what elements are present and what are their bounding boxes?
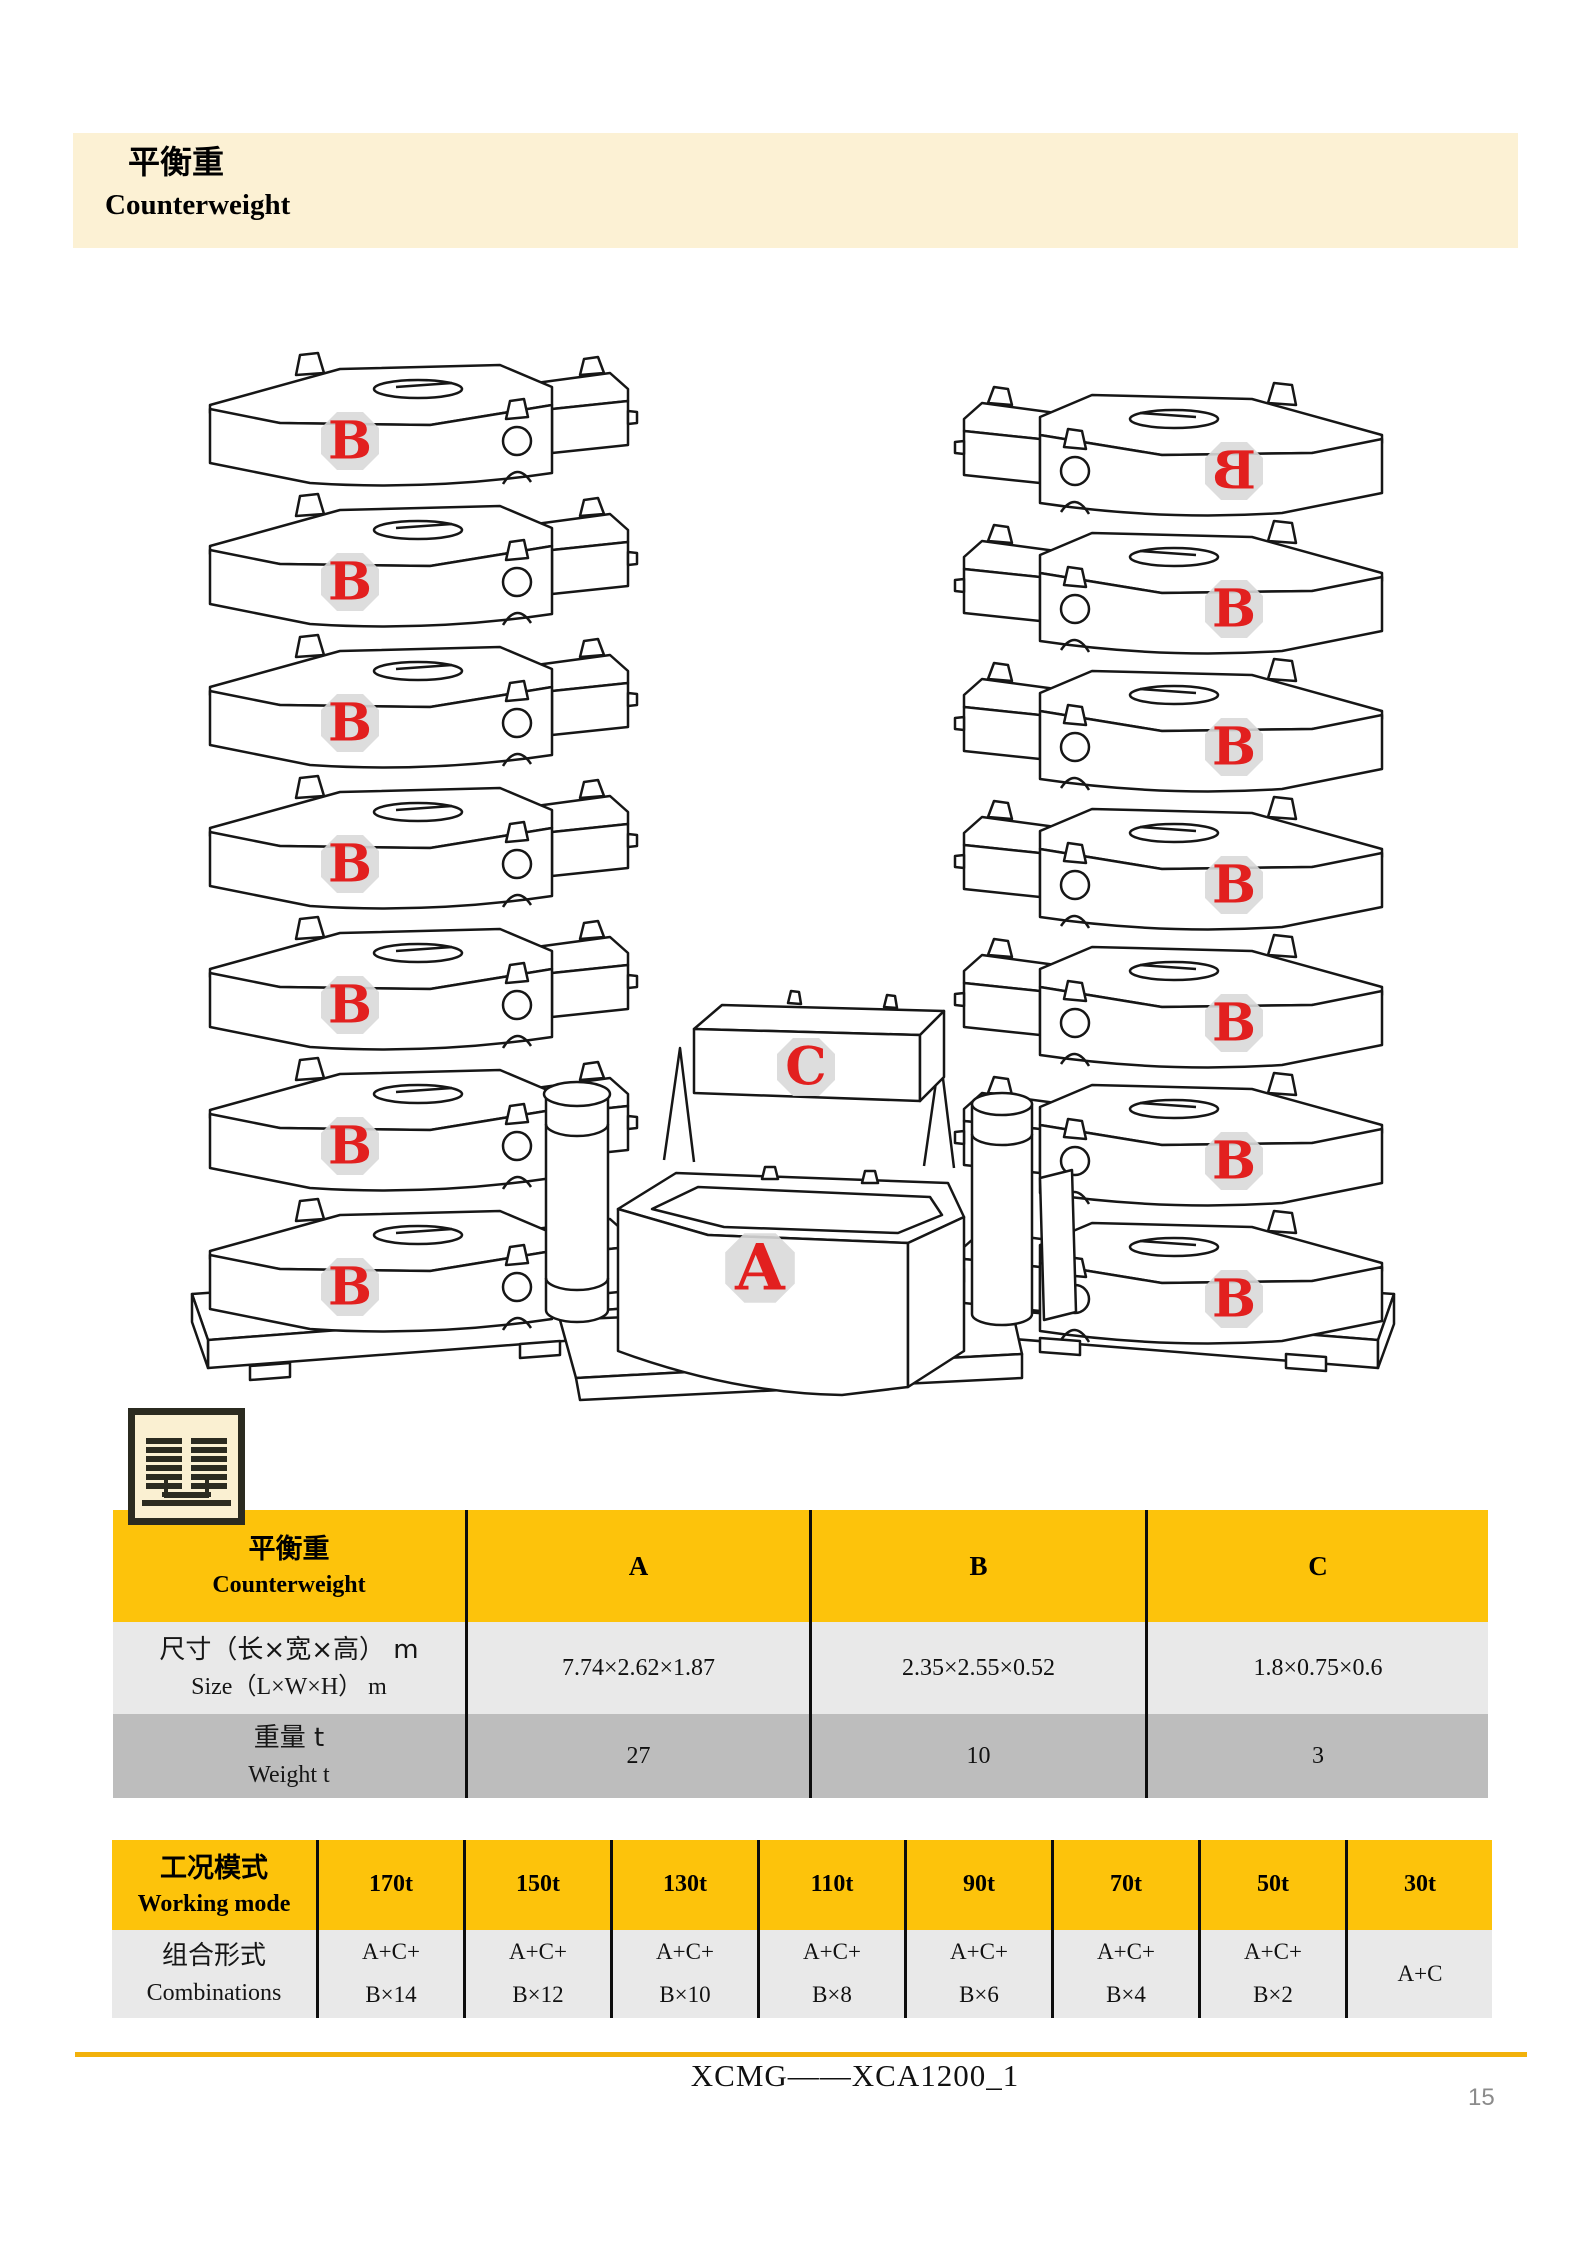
counterweight-table: 平衡重 Counterweight A B C 尺寸（长×宽×高） m Size… [113, 1510, 1488, 1798]
counterweight-block-a: A [616, 1165, 966, 1397]
combo-90t: A+C+B×6 [904, 1930, 1051, 2018]
counterweight-block-c: C [692, 989, 946, 1103]
wm-col-90t: 90t [904, 1840, 1051, 1930]
block-b-right-7-label: B [1212, 1269, 1256, 1330]
block-b-left-5-label: B [328, 975, 372, 1036]
counterweight-stacks: B B B B B B B B B B B B B B [208, 351, 1382, 1343]
cw-table-col-c: C [1145, 1510, 1488, 1622]
wm-col-150t: 150t [463, 1840, 610, 1930]
counterweight-block-b-right-2 [955, 521, 1382, 653]
block-b-right-5-label: B [1212, 993, 1256, 1054]
wm-col-130t: 130t [610, 1840, 757, 1930]
combo-30t: A+C [1345, 1930, 1492, 2018]
weight-value-a: 27 [465, 1714, 809, 1798]
block-b-left-7-badge: B [321, 1257, 379, 1318]
counterweight-block-b-left-1 [208, 351, 639, 487]
block-a-label: A [734, 1231, 786, 1306]
block-b-right-3-label: B [1212, 717, 1256, 778]
combo-130t: A+C+B×10 [610, 1930, 757, 2018]
wm-col-110t: 110t [757, 1840, 904, 1930]
block-b-right-2-label: B [1212, 579, 1256, 640]
size-value-b: 2.35×2.55×0.52 [809, 1622, 1145, 1714]
combo-50t: A+C+B×2 [1198, 1930, 1345, 2018]
page-number: 15 [1468, 2084, 1495, 2111]
working-mode-table: 工况模式 Working mode 170t 150t 130t 110t 90… [112, 1840, 1492, 2018]
size-value-c: 1.8×0.75×0.6 [1145, 1622, 1488, 1714]
counterweight-block-b-left-2 [208, 492, 639, 628]
block-b-left-3-label: B [328, 693, 372, 754]
block-b-left-2-label: B [328, 552, 372, 613]
block-b-right-6-label: B [1212, 1131, 1256, 1192]
block-b-left-4-label: B [328, 834, 372, 895]
weight-row-label: 重量 t Weight t [113, 1714, 465, 1798]
block-b-right-1-label: B [1212, 441, 1256, 502]
cw-table-header-label: 平衡重 Counterweight [113, 1510, 465, 1622]
counterweight-block-b-left-4 [208, 774, 639, 910]
cw-table-col-a: A [465, 1510, 809, 1622]
block-b-left-4-badge: B [321, 834, 379, 895]
block-c-badge [777, 1038, 835, 1096]
block-b-right-7-badge: B [1205, 1269, 1263, 1330]
counterweight-block-b-right-5 [955, 935, 1382, 1067]
block-b-right-6-badge: B [1205, 1131, 1263, 1192]
brace-struts-drawing [662, 1046, 956, 1169]
block-b-left-6-badge: B [321, 1116, 379, 1177]
wm-col-50t: 50t [1198, 1840, 1345, 1930]
counterweight-stack-icon [128, 1408, 245, 1525]
block-b-right-5-badge: B [1205, 993, 1263, 1054]
wm-col-70t: 70t [1051, 1840, 1198, 1930]
wm-table-header-label: 工况模式 Working mode [112, 1840, 316, 1930]
block-b-right-3-badge: B [1205, 717, 1263, 778]
footer-doc-code: XCMG——XCA1200_1 [690, 2058, 1020, 2093]
wm-col-30t: 30t [1345, 1840, 1492, 1930]
counterweight-block-b-left-3 [208, 633, 639, 769]
block-b-left-5-badge: B [321, 975, 379, 1036]
counterweight-block-b-left-5 [208, 915, 639, 1051]
wm-col-170t: 170t [316, 1840, 463, 1930]
counterweight-block-b-right-4 [955, 797, 1382, 929]
block-b-left-6-label: B [328, 1116, 372, 1177]
block-b-left-1-label: B [328, 411, 372, 472]
counterweight-diagram: B B B B B B B B B B B B B B [190, 351, 1396, 1402]
block-a-badge [725, 1233, 795, 1303]
combo-150t: A+C+B×12 [463, 1930, 610, 2018]
block-b-right-4-badge: B [1205, 855, 1263, 916]
size-row-label: 尺寸（长×宽×高） m Size（L×W×H） m [113, 1622, 465, 1714]
block-b-left-3-badge: B [321, 693, 379, 754]
block-c-label: C [785, 1037, 826, 1098]
block-b-left-7-label: B [328, 1257, 372, 1318]
weight-value-b: 10 [809, 1714, 1145, 1798]
combo-110t: A+C+B×8 [757, 1930, 904, 2018]
weight-value-c: 3 [1145, 1714, 1488, 1798]
combinations-row-label: 组合形式 Combinations [112, 1930, 316, 2018]
combo-170t: A+C+B×14 [316, 1930, 463, 2018]
block-b-right-2-badge: B [1205, 579, 1263, 640]
cw-table-col-b: B [809, 1510, 1145, 1622]
lift-cylinders-drawing [542, 1080, 1078, 1327]
counterweight-block-b-right-3 [955, 659, 1382, 791]
block-b-left-2-badge: B [321, 552, 379, 613]
size-value-a: 7.74×2.62×1.87 [465, 1622, 809, 1714]
section-title-bar: 平衡重 Counterweight [73, 133, 1518, 248]
section-title-zh: 平衡重 [128, 143, 225, 181]
block-b-right-1-badge: B [1205, 441, 1263, 502]
counterweight-block-b-right-1 [955, 383, 1382, 515]
block-b-left-1-badge: B [321, 411, 379, 472]
footer-divider-line [75, 2052, 1527, 2057]
combo-70t: A+C+B×4 [1051, 1930, 1198, 2018]
block-b-right-4-label: B [1212, 855, 1256, 916]
section-title-en: Counterweight [105, 189, 291, 221]
